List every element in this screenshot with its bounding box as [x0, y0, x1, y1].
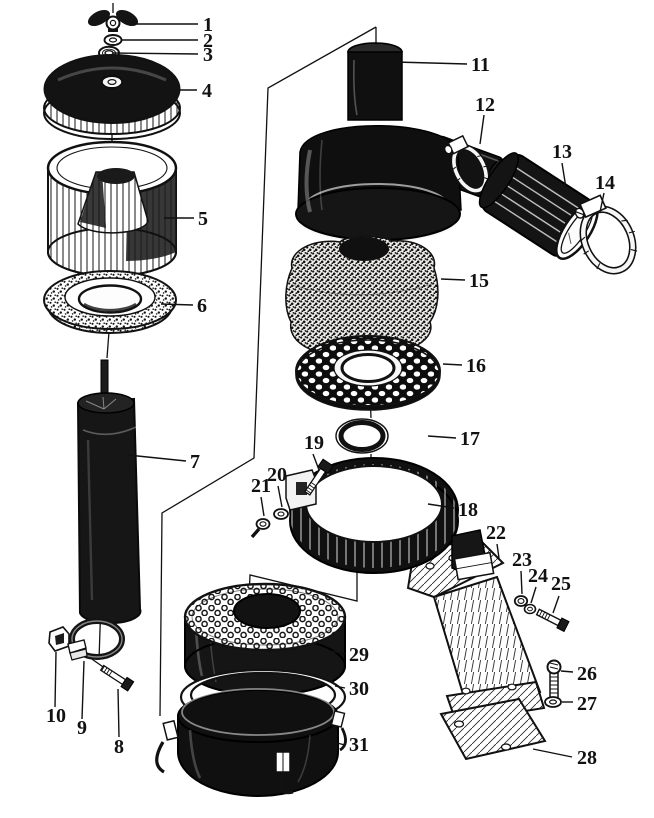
bowl-latch-front	[275, 751, 294, 795]
backing-plate	[439, 697, 547, 761]
callout-9: 9	[77, 717, 87, 739]
callout-16: 16	[466, 355, 486, 377]
perforated-plate	[295, 335, 441, 411]
assembly-line-main	[159, 26, 377, 717]
center-tube	[76, 359, 142, 625]
callout-12: 12	[475, 94, 495, 116]
leader-6	[160, 303, 194, 306]
leader-8	[117, 688, 120, 738]
leader-lines	[54, 23, 605, 758]
bowl-latch-right	[330, 710, 347, 752]
callout-14: 14	[595, 172, 615, 194]
callout-26: 26	[577, 663, 597, 685]
callout-1: 1	[203, 14, 213, 36]
bowl-latch-left	[155, 719, 179, 774]
callout-28: 28	[577, 747, 597, 769]
leader-28	[532, 748, 573, 758]
leader-14	[599, 192, 605, 213]
callout-5: 5	[198, 208, 208, 230]
callout-3: 3	[203, 44, 213, 66]
filter-drum	[46, 140, 178, 277]
leader-11	[394, 61, 468, 65]
small-bolt	[535, 608, 570, 633]
callout-18: 18	[458, 499, 478, 521]
callout-25: 25	[551, 573, 571, 595]
foam-element	[285, 235, 439, 358]
leader-9	[81, 660, 85, 720]
callout-22: 22	[486, 522, 506, 544]
callout-29: 29	[349, 644, 369, 666]
band-bolt	[303, 458, 334, 496]
wing-nut	[87, 9, 139, 32]
clamp-bolt	[99, 664, 135, 692]
leader-18	[427, 503, 455, 509]
callout-6: 6	[197, 295, 207, 317]
nut	[513, 595, 529, 607]
leader-17	[427, 435, 457, 439]
callout-17: 17	[460, 428, 480, 450]
callout-11: 11	[471, 54, 490, 76]
callout-27: 27	[577, 693, 597, 715]
leader-30	[334, 685, 346, 689]
flat-washer	[544, 696, 562, 708]
callout-8: 8	[114, 736, 124, 758]
callout-21: 21	[251, 475, 271, 497]
band-washer	[273, 508, 289, 520]
callout-4: 4	[202, 80, 212, 102]
callout-10: 10	[46, 705, 66, 727]
leader-25	[552, 595, 560, 614]
leader-16	[442, 363, 463, 366]
callout-23: 23	[512, 549, 532, 571]
leader-19	[312, 453, 320, 471]
leader-31	[328, 740, 346, 746]
callout-2: 2	[203, 30, 213, 52]
washer	[103, 34, 123, 46]
leader-12	[479, 114, 485, 145]
clamp-band	[67, 618, 125, 661]
band-screw	[250, 518, 271, 539]
callout-7: 7	[190, 451, 200, 473]
leader-22	[496, 543, 500, 559]
dust-bowl	[155, 688, 347, 797]
gasket-ring	[43, 270, 177, 334]
leader-13	[561, 162, 567, 189]
leader-10	[54, 651, 57, 708]
callout-20: 20	[267, 464, 287, 486]
callout-15: 15	[469, 270, 489, 292]
cover-dome	[43, 54, 181, 140]
hex-bolt	[546, 659, 562, 700]
callout-30: 30	[349, 678, 369, 700]
seal-ring	[335, 418, 389, 454]
lock-washer	[523, 603, 537, 615]
leader-15	[440, 278, 466, 281]
leader-20	[277, 485, 283, 508]
hose-clamp-small	[444, 134, 490, 194]
callout-19: 19	[304, 432, 324, 454]
leader-21	[260, 496, 265, 517]
leader-3	[112, 52, 199, 55]
callout-labels: 1 2 3 4 5 6 7 8 9 10 11 12 13 14 15 16 1…	[46, 14, 615, 769]
leader-29	[330, 650, 346, 655]
callout-24: 24	[528, 565, 548, 587]
clamp-bracket	[48, 626, 70, 652]
leader-24	[530, 586, 537, 604]
hose-clamp-large	[574, 194, 638, 275]
leader-26	[560, 670, 574, 673]
callout-31: 31	[349, 734, 369, 756]
callout-13: 13	[552, 141, 572, 163]
leader-23	[520, 570, 523, 595]
leader-7	[127, 454, 187, 462]
mounting-band	[285, 457, 495, 581]
